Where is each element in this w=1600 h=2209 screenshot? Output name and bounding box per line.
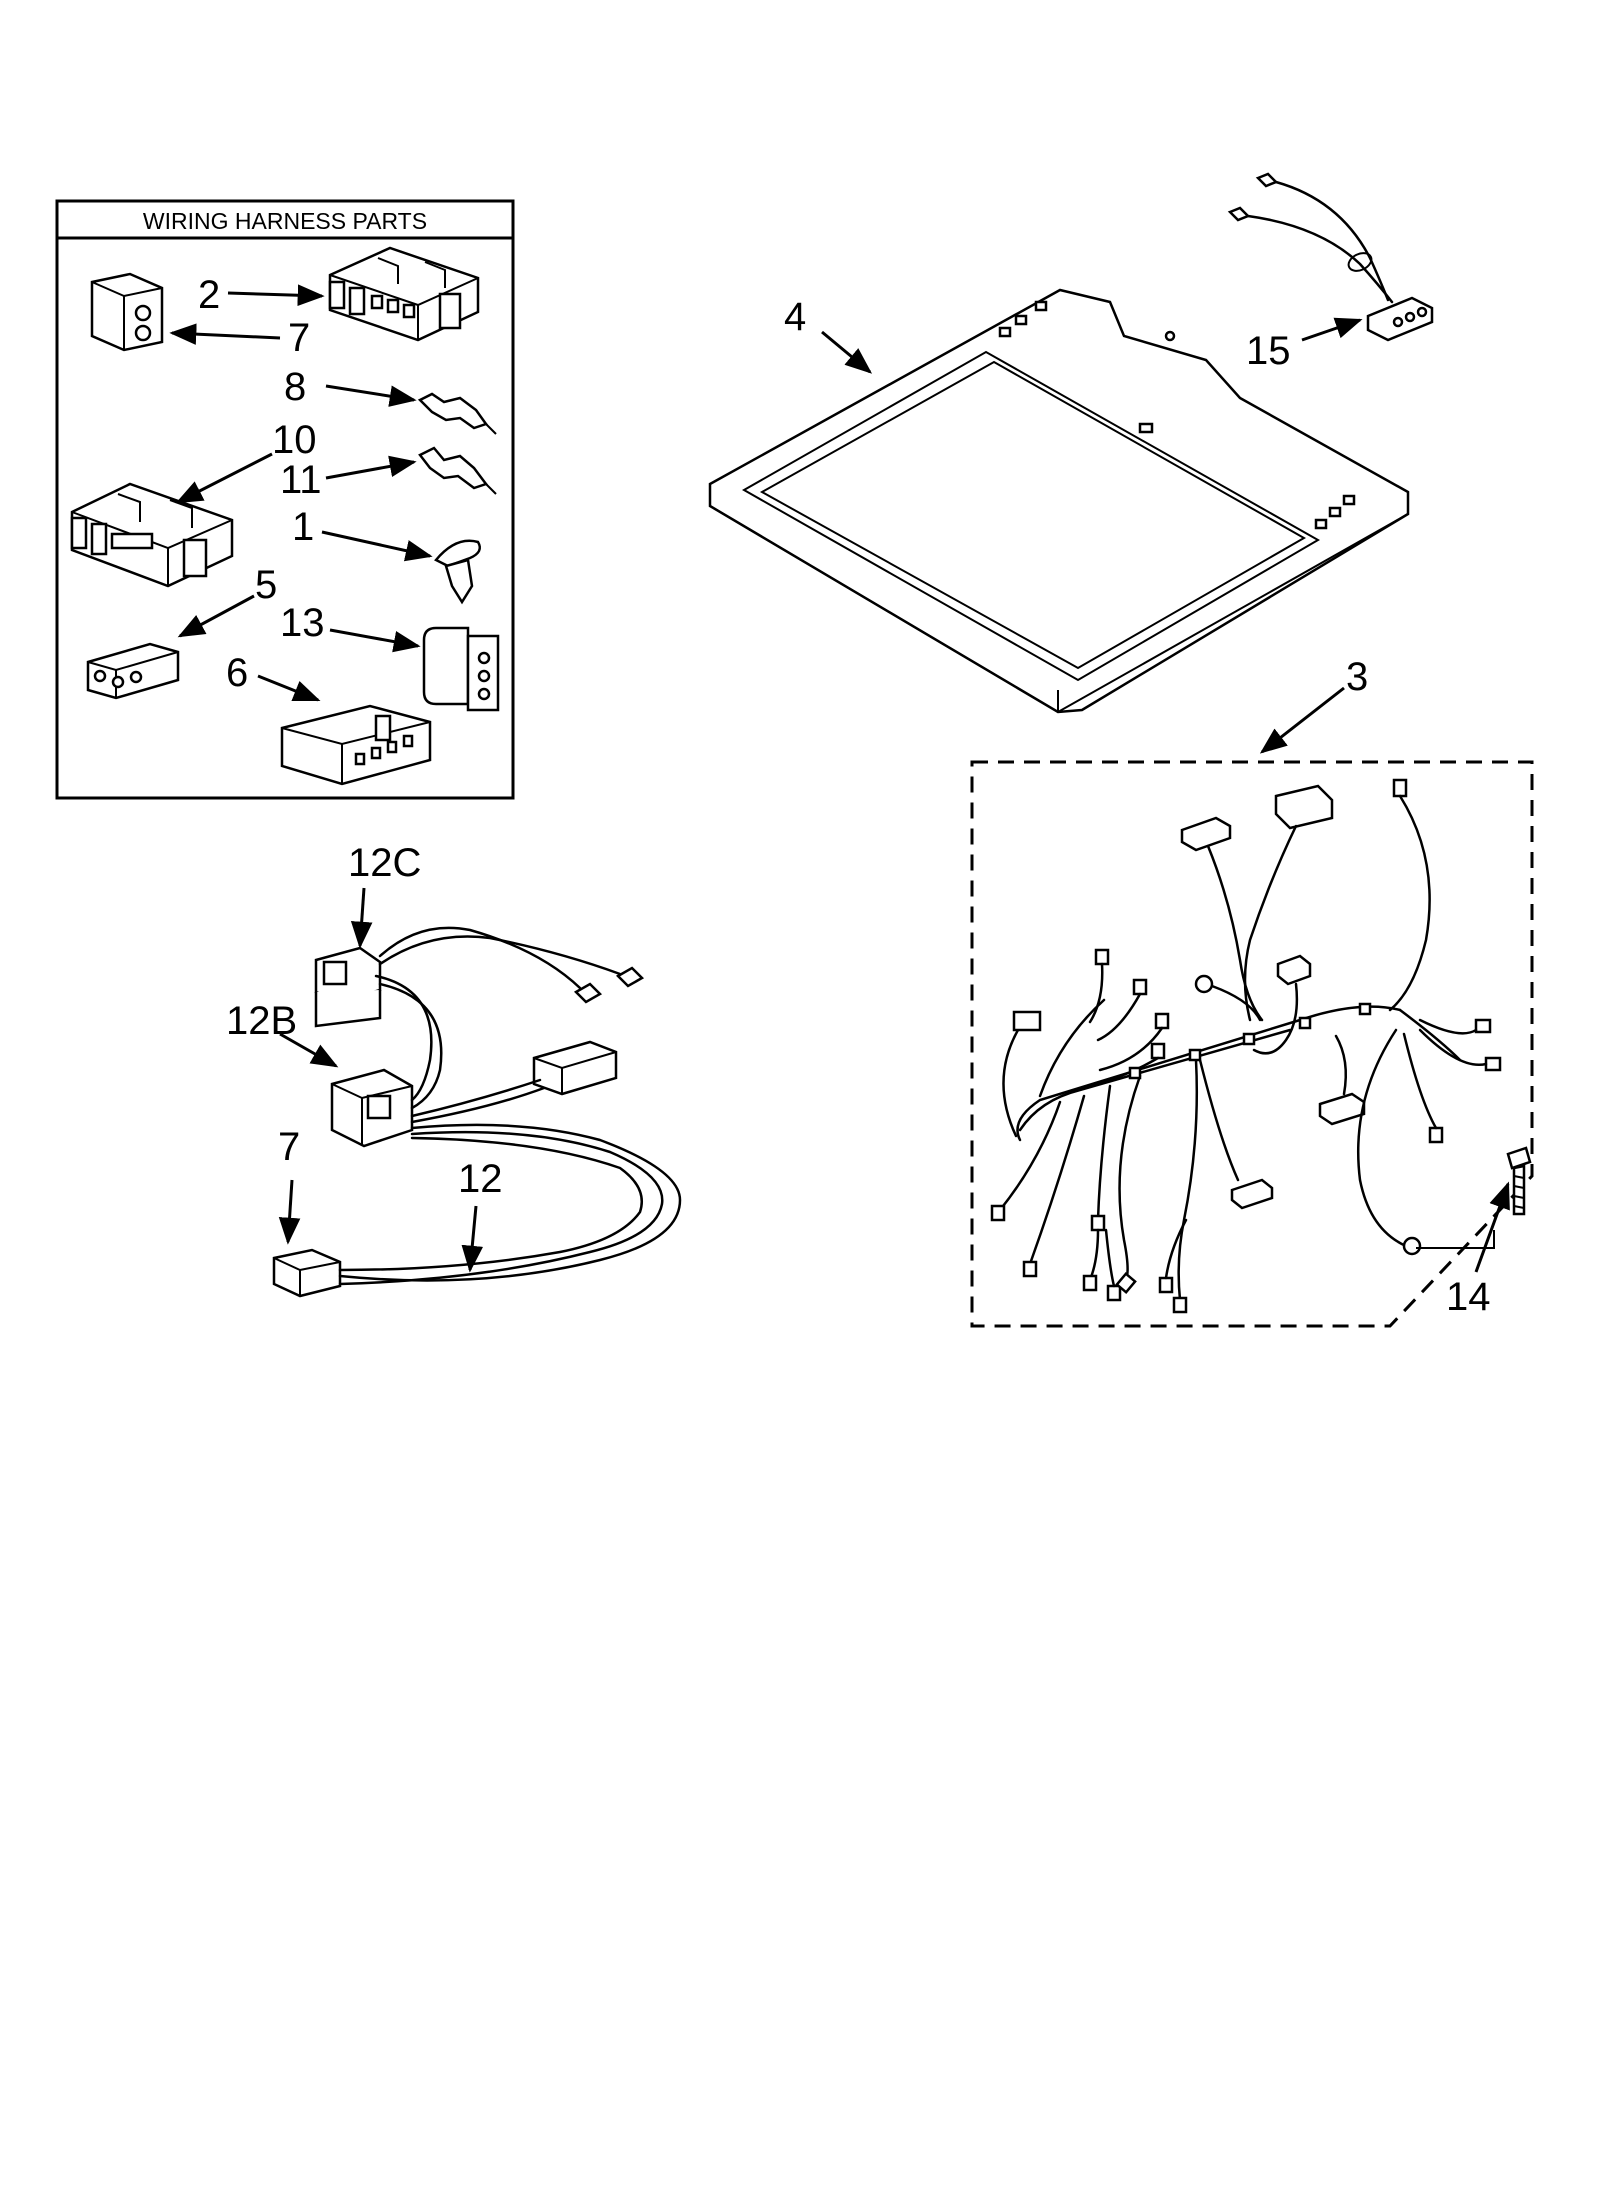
- part-14-screw: [1416, 1146, 1532, 1249]
- label-14: 14: [1446, 1275, 1491, 1319]
- leader-6: [257, 674, 321, 702]
- part-2-housing: [328, 246, 480, 342]
- part-1-clip: [434, 539, 481, 605]
- label-1: 1: [292, 505, 314, 549]
- part-3-harness-box: [970, 760, 1534, 1328]
- part-4-top-panel: [708, 288, 1410, 714]
- wiring-harness-parts-box: WIRING HARNESS PARTS: [55, 199, 515, 800]
- label-11: 11: [280, 458, 322, 502]
- part-5-connector: [86, 642, 180, 700]
- leader-14: [1474, 1181, 1510, 1273]
- leader-12c: [350, 887, 373, 949]
- leader-11: [325, 455, 417, 480]
- label-6: 6: [226, 651, 248, 695]
- label-4: 4: [784, 295, 806, 339]
- part-7-connector: [90, 272, 164, 352]
- leader-13: [329, 628, 421, 653]
- leader-15: [1301, 317, 1363, 342]
- label-12: 12: [458, 1157, 503, 1201]
- part-15-harness: [1227, 172, 1434, 342]
- leader-7-harness: [278, 1179, 301, 1245]
- label-15: 15: [1246, 329, 1291, 373]
- label-8: 8: [284, 365, 306, 409]
- label-10: 10: [272, 418, 317, 462]
- label-3: 3: [1346, 655, 1368, 699]
- part-8-terminal: [417, 392, 497, 435]
- part-11-terminal: [418, 446, 497, 495]
- leader-12: [461, 1205, 484, 1273]
- label-13: 13: [280, 601, 325, 645]
- wiring-harness-parts-title: WIRING HARNESS PARTS: [143, 208, 427, 234]
- part-12-harness: [272, 926, 682, 1298]
- label-7-inset: 7: [288, 316, 310, 360]
- part-10-housing: [70, 482, 234, 588]
- label-2: 2: [198, 273, 220, 317]
- label-7-harness: 7: [278, 1125, 300, 1169]
- leader-8: [325, 384, 417, 407]
- label-5: 5: [255, 563, 277, 607]
- leader-12b: [279, 1032, 339, 1068]
- leader-2: [227, 284, 325, 307]
- leader-1: [321, 530, 433, 562]
- leader-3: [1259, 686, 1345, 754]
- leader-10: [175, 452, 273, 504]
- part-13-plug: [422, 626, 500, 712]
- part-6-block: [280, 704, 432, 786]
- leader-4: [821, 330, 873, 374]
- leader-5: [177, 594, 255, 638]
- label-12c: 12C: [348, 841, 421, 885]
- part-3-wiring-harness: [990, 778, 1502, 1314]
- leader-7-inset: [169, 323, 281, 345]
